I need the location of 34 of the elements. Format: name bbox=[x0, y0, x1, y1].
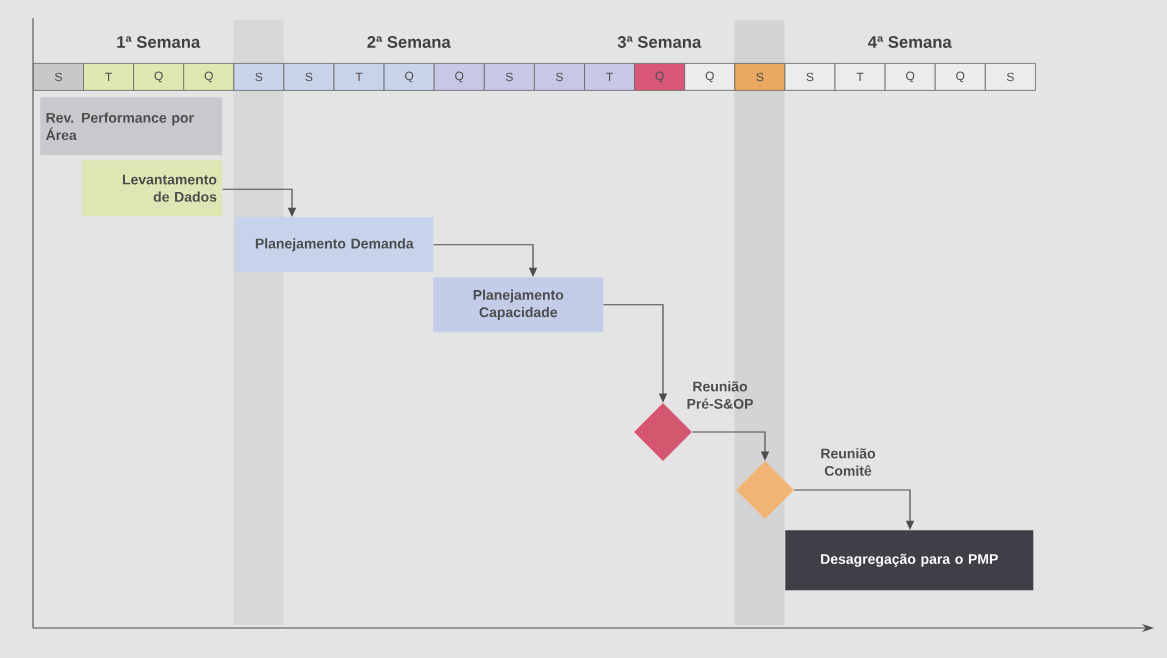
day-cell: T bbox=[333, 63, 385, 91]
day-cell: Q bbox=[133, 63, 185, 91]
process-box: Planejamento Demanda bbox=[235, 217, 434, 273]
day-cell: Q bbox=[634, 63, 686, 91]
day-cell: S bbox=[734, 63, 786, 91]
day-cell: Q bbox=[934, 63, 986, 91]
process-box: Rev. Performance por Área bbox=[40, 97, 223, 156]
arrow bbox=[221, 188, 297, 217]
milestone-label: Reunião Pré-S&OP bbox=[687, 381, 753, 409]
day-cell: T bbox=[834, 63, 886, 91]
arrow bbox=[432, 244, 538, 277]
day-cell: S bbox=[283, 63, 335, 91]
week-heading: 4ª Semana bbox=[868, 36, 952, 48]
day-cell: Q bbox=[383, 63, 435, 91]
day-cell: Q bbox=[183, 63, 235, 91]
day-cell: S bbox=[784, 63, 836, 91]
milestone-label: Reunião Comitê bbox=[821, 448, 876, 476]
arrow bbox=[793, 489, 915, 530]
day-cell: S bbox=[233, 63, 285, 91]
day-cell: Q bbox=[433, 63, 485, 91]
day-cell: S bbox=[33, 63, 84, 91]
day-cell: Q bbox=[884, 63, 936, 91]
day-cell: S bbox=[483, 63, 535, 91]
day-cell: T bbox=[584, 63, 635, 91]
week-heading: 2ª Semana bbox=[367, 36, 451, 48]
process-box: Desagregação para o PMP bbox=[785, 530, 1034, 591]
process-box: Planejamento Capacidade bbox=[433, 277, 604, 333]
day-cell: S bbox=[534, 63, 585, 91]
day-cell: T bbox=[83, 63, 134, 91]
process-box: Levantamento de Dados bbox=[82, 160, 223, 217]
day-cell: Q bbox=[684, 63, 736, 91]
week-heading: 3ª Semana bbox=[617, 36, 702, 48]
week-heading: 1ª Semana bbox=[117, 36, 201, 48]
day-cell: S bbox=[984, 63, 1036, 91]
